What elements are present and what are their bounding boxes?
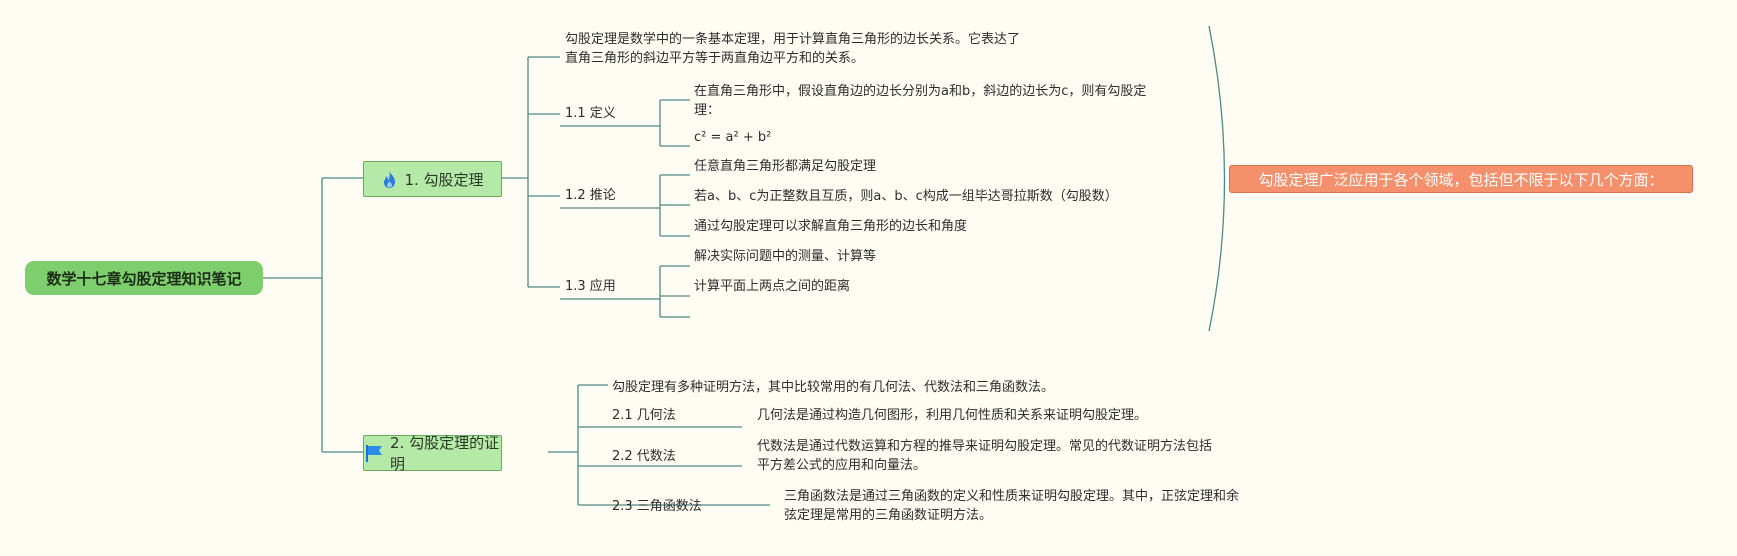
- subtopic-corollary[interactable]: 1.2 推论: [565, 188, 616, 203]
- definition-formula: c² = a² + b²: [694, 130, 772, 145]
- algebraic-line-2: 平方差公式的应用和向量法。: [757, 458, 927, 473]
- topic-pythagorean-theorem[interactable]: 1. 勾股定理: [363, 161, 502, 197]
- summary-box[interactable]: 勾股定理广泛应用于各个领域，包括但不限于以下几个方面：: [1229, 165, 1693, 193]
- subtopic-algebraic[interactable]: 2.2 代数法: [612, 449, 676, 464]
- algebraic-line-1: 代数法是通过代数运算和方程的推导来证明勾股定理。常见的代数证明方法包括: [757, 439, 1213, 454]
- subtopic-definition[interactable]: 1.1 定义: [565, 106, 616, 121]
- corollary-item-1: 任意直角三角形都满足勾股定理: [694, 159, 877, 174]
- root-topic[interactable]: 数学十七章勾股定理知识笔记: [25, 261, 263, 295]
- subtopic-trigonometric[interactable]: 2.3 三角函数法: [612, 499, 702, 514]
- fire-icon: [381, 170, 398, 189]
- trigonometric-line-2: 弦定理是常用的三角函数证明方法。: [784, 508, 993, 523]
- topic-label: 1. 勾股定理: [404, 170, 484, 189]
- root-title: 数学十七章勾股定理知识笔记: [46, 269, 242, 288]
- intro-line-1: 勾股定理是数学中的一条基本定理，用于计算直角三角形的边长关系。它表达了: [565, 32, 1021, 47]
- definition-line-2: 理：: [694, 103, 721, 118]
- corollary-item-3: 通过勾股定理可以求解直角三角形的边长和角度: [694, 219, 968, 234]
- trigonometric-line-1: 三角函数法是通过三角函数的定义和性质来证明勾股定理。其中，正弦定理和余: [784, 489, 1240, 504]
- proof-intro: 勾股定理有多种证明方法，其中比较常用的有几何法、代数法和三角函数法。: [612, 380, 1055, 395]
- definition-line-1: 在直角三角形中，假设直角边的边长分别为a和b，斜边的边长为c，则有勾股定: [694, 84, 1147, 99]
- application-item-2: 计算平面上两点之间的距离: [694, 279, 851, 294]
- geometric-text: 几何法是通过构造几何图形，利用几何性质和关系来证明勾股定理。: [757, 408, 1148, 423]
- topic-label: 2. 勾股定理的证明: [390, 434, 500, 473]
- subtopic-geometric[interactable]: 2.1 几何法: [612, 408, 676, 423]
- subtopic-application[interactable]: 1.3 应用: [565, 279, 616, 294]
- corollary-item-2: 若a、b、c为正整数且互质，则a、b、c构成一组毕达哥拉斯数（勾股数）: [694, 189, 1118, 204]
- flag-icon: [364, 444, 384, 463]
- summary-text: 勾股定理广泛应用于各个领域，包括但不限于以下几个方面：: [1258, 170, 1664, 189]
- intro-line-2: 直角三角形的斜边平方等于两直角边平方和的关系。: [565, 51, 865, 66]
- topic-pythagorean-proof[interactable]: 2. 勾股定理的证明: [363, 434, 502, 473]
- application-item-1: 解决实际问题中的测量、计算等: [694, 249, 877, 264]
